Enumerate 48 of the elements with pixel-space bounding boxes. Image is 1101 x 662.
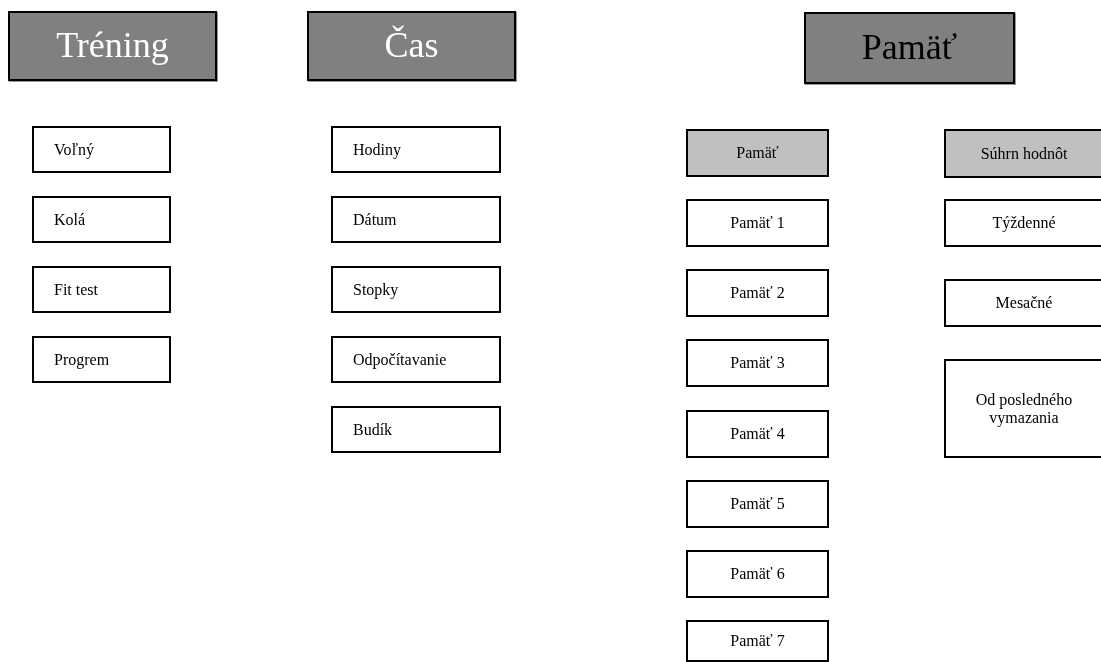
section-header-box	[686, 129, 829, 177]
menu-label: Pamäť 2	[730, 284, 785, 302]
menu-label: Voľný	[54, 140, 94, 159]
menu-label: Pamäť 5	[730, 495, 785, 513]
menu-item-box	[331, 406, 501, 453]
menu-label: Kolá	[54, 210, 86, 229]
menu-label: Tréning	[56, 26, 169, 66]
menu-item-box	[32, 336, 171, 383]
category-header	[8, 11, 217, 81]
menu-item-box	[686, 480, 829, 528]
menu-item-box	[32, 126, 171, 173]
menu-label: Fit test	[54, 280, 98, 299]
menu-item-box	[331, 266, 501, 313]
menu-label: Mesačné	[995, 294, 1053, 312]
menu-label: Pamäť	[861, 28, 958, 68]
menu-label: Čas	[384, 26, 439, 66]
menu-label: Dátum	[353, 210, 397, 229]
menu-item-box	[686, 269, 829, 317]
menu-label: Súhrn hodnôt	[980, 144, 1068, 163]
menu-label: Pamäť	[736, 144, 779, 162]
menu-label: Týždenné	[992, 214, 1056, 232]
category-header	[307, 11, 516, 81]
menu-label: Pamäť 7	[730, 632, 785, 650]
menu-label: Progrem	[54, 350, 110, 369]
menu-item-box	[331, 336, 501, 383]
menu-item-box	[331, 126, 501, 173]
menu-item-box	[686, 199, 829, 247]
menu-label: Pamäť 3	[730, 354, 785, 372]
category-header	[804, 12, 1015, 84]
menu-label: Pamäť 1	[730, 214, 785, 232]
menu-label: Pamäť 6	[730, 565, 785, 583]
menu-label: Stopky	[353, 280, 399, 299]
menu-label: Odpočítavanie	[353, 350, 447, 369]
menu-item-box	[944, 359, 1101, 458]
section-header-box	[944, 129, 1101, 178]
menu-label: Budík	[353, 420, 393, 439]
menu-item-box	[686, 620, 829, 662]
menu-item-box	[944, 199, 1101, 247]
menu-item-box	[32, 266, 171, 313]
menu-item-box	[944, 279, 1101, 327]
menu-item-box	[331, 196, 501, 243]
menu-item-box	[686, 550, 829, 598]
menu-item-box	[32, 196, 171, 243]
menu-label: Pamäť 4	[730, 425, 785, 443]
menu-item-box	[686, 410, 829, 458]
menu-label: Od posledného vymazania	[974, 390, 1074, 427]
menu-item-box	[686, 339, 829, 387]
menu-label: Hodiny	[353, 140, 401, 159]
